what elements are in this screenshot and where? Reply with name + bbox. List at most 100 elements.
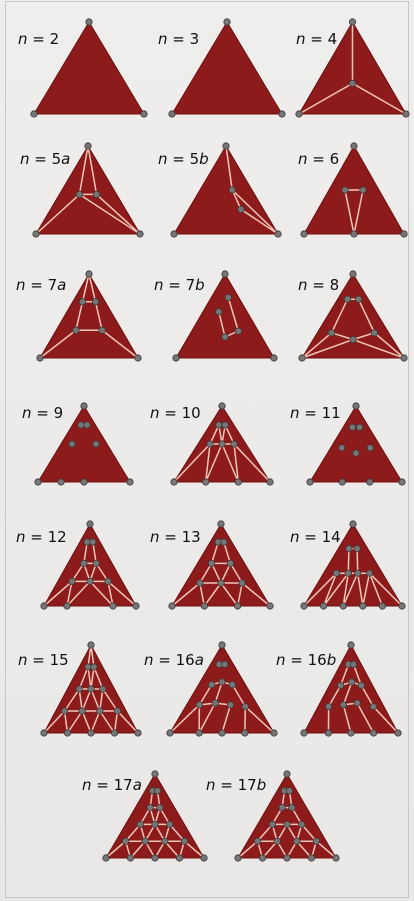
interior-node <box>353 544 361 553</box>
interior-node <box>325 702 333 711</box>
strut-line <box>241 582 271 607</box>
interior-node <box>369 729 378 737</box>
strut-line <box>99 710 116 734</box>
label-n17a: n = 17a <box>82 776 142 794</box>
panel-n8 <box>298 270 408 362</box>
interior-node <box>121 837 130 845</box>
interior-node <box>72 326 80 334</box>
strut-line <box>81 710 92 734</box>
interior-node <box>273 837 281 845</box>
interior-node <box>344 569 352 577</box>
interior-node <box>180 837 189 845</box>
interior-node <box>217 579 225 587</box>
strut-line <box>330 332 354 341</box>
interior-node <box>258 854 267 862</box>
corner-node <box>223 18 231 26</box>
interior-node <box>86 577 94 586</box>
interior-node <box>341 186 349 194</box>
panel-n10 <box>170 402 274 486</box>
interior-node <box>206 440 214 448</box>
triangle-diagram-n3 <box>168 18 286 118</box>
strut-line <box>356 702 375 734</box>
interior-node <box>75 685 83 693</box>
label-n15: n = 15 <box>18 651 69 669</box>
strut-line <box>198 702 216 734</box>
strut-line <box>356 547 359 574</box>
label-n5b: n = 5b <box>158 150 209 168</box>
interior-node <box>234 327 242 335</box>
interior-node <box>136 820 144 829</box>
corner-node <box>40 729 48 737</box>
panel-n15 <box>40 641 142 737</box>
interior-node <box>348 423 356 431</box>
strut-line <box>171 582 201 607</box>
triangle-diagram-n5a <box>32 142 144 238</box>
interior-node <box>166 820 174 829</box>
panel-n17a <box>102 770 208 862</box>
strut-line <box>90 710 101 734</box>
interior-node <box>87 685 95 693</box>
interior-node <box>109 602 117 610</box>
strut-line <box>169 704 201 734</box>
label-n8: n = 8 <box>298 276 340 294</box>
interior-node <box>195 701 203 709</box>
strut-line <box>227 296 240 332</box>
corner-node <box>170 230 178 238</box>
label-n11: n = 11 <box>290 404 341 422</box>
strut-line <box>87 145 98 196</box>
interior-node <box>234 602 242 610</box>
strut-line <box>102 688 119 712</box>
label-n3: n = 3 <box>158 30 200 48</box>
interior-node <box>80 559 88 567</box>
interior-node <box>359 186 367 194</box>
corner-node <box>266 602 274 610</box>
strut-line <box>373 332 405 359</box>
interior-node <box>366 478 374 486</box>
corner-node <box>40 602 48 610</box>
strut-line <box>43 580 73 607</box>
strut-line <box>244 705 275 734</box>
interior-node <box>221 660 229 668</box>
strut-line <box>303 572 338 607</box>
interior-node <box>57 478 65 486</box>
corner-node <box>85 270 93 278</box>
strut-line <box>231 683 247 708</box>
interior-node <box>84 663 92 671</box>
strut-line <box>301 338 354 359</box>
interior-node <box>293 837 301 845</box>
triangle-diagram-n7b <box>172 270 278 362</box>
corner-node <box>400 354 408 362</box>
strut-line <box>229 562 243 584</box>
strut-line <box>223 541 232 565</box>
interior-node <box>327 329 336 337</box>
corner-node <box>352 402 360 410</box>
triangle-diagram-n11 <box>306 402 406 486</box>
interior-node <box>91 298 100 306</box>
corner-node <box>86 520 94 528</box>
triangle-diagram-n15 <box>40 641 142 737</box>
strut-line <box>101 329 139 359</box>
corner-node <box>166 729 174 737</box>
corner-node <box>200 854 208 862</box>
interior-node <box>285 787 294 795</box>
triangle-diagram-n17b <box>234 770 340 862</box>
strut-line <box>81 688 92 712</box>
strut-line <box>168 823 186 842</box>
interior-node <box>200 602 208 610</box>
strut-line <box>204 443 223 483</box>
label-n13: n = 13 <box>150 528 201 546</box>
interior-node <box>215 421 223 429</box>
interior-node <box>359 602 367 610</box>
corner-node <box>136 230 144 238</box>
interior-node <box>237 205 245 213</box>
corner-node <box>347 641 355 649</box>
interior-node <box>352 449 360 457</box>
interior-node <box>87 729 95 737</box>
corner-node <box>234 854 242 862</box>
strut-line <box>113 710 119 734</box>
strut-line <box>342 704 352 734</box>
label-n6: n = 6 <box>298 150 340 168</box>
panel-n16b <box>300 641 402 737</box>
strut-line <box>339 663 350 687</box>
interior-node <box>211 699 219 707</box>
